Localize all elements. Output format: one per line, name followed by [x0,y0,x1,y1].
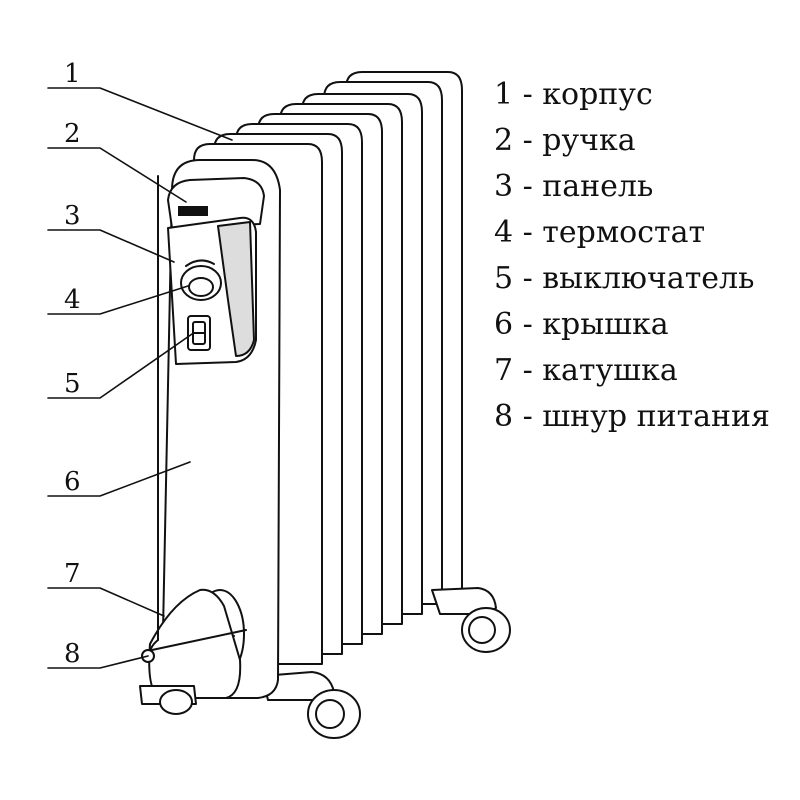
legend-item-body: 1 - корпус [494,77,653,112]
callout-8: 8 [64,639,81,669]
leader-5 [47,333,193,399]
rear-caster [431,587,511,653]
callout-2: 2 [64,119,81,149]
leader-2 [47,147,187,203]
leader-7 [47,587,165,617]
legend-item-handle: 2 - ручка [494,123,636,158]
leader-8 [47,655,149,669]
leader-4 [47,285,189,315]
power-cord [141,175,247,663]
callout-4: 4 [64,285,81,315]
legend-item-reel: 7 - катушка [494,353,678,388]
leader-6 [47,461,191,497]
legend-item-power-cord: 8 - шнур питания [494,399,770,434]
callout-numbers: 1 2 3 4 5 6 7 8 [64,59,81,669]
legend-item-cover: 6 - крышка [494,307,669,342]
callout-7: 7 [64,559,81,589]
brand-logo [178,206,208,216]
front-caster [261,671,361,739]
callout-3: 3 [64,201,81,231]
leader-3 [47,229,175,263]
thermostat-knob [180,259,222,301]
leader-1 [47,87,233,141]
callout-6: 6 [64,467,81,497]
legend-item-switch: 5 - выключатель [494,261,755,296]
callout-1: 1 [64,59,81,89]
legend-item-thermostat: 4 - термостат [494,215,706,250]
panel-shade [217,221,255,357]
callout-5: 5 [64,369,81,399]
legend-item-panel: 3 - панель [494,169,654,204]
left-foot [139,685,197,715]
callout-leaders [47,87,233,669]
parts-legend: 1 - корпус 2 - ручка 3 - панель 4 - терм… [494,72,770,440]
power-switch [187,315,211,351]
